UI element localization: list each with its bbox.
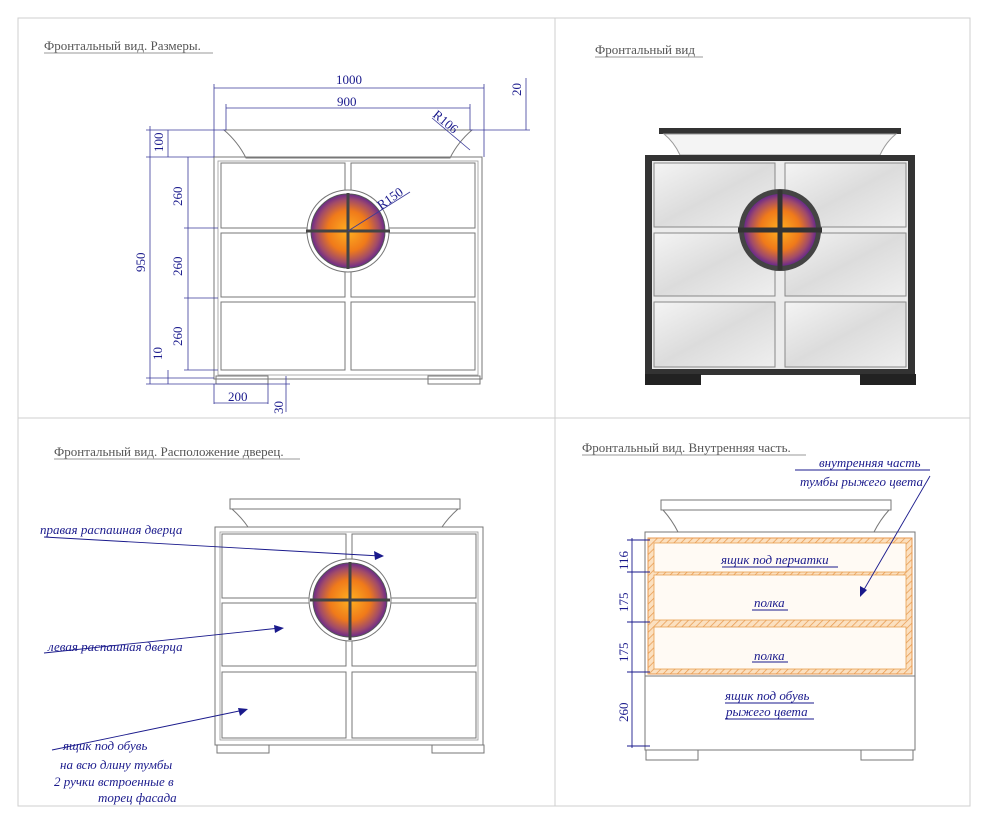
panel-title-dimensions: Фронтальный вид. Размеры. [44,38,201,53]
dim-top-width: 900 [337,94,357,109]
dim-foot-height: 30 [271,401,286,414]
panel-title-front-view: Фронтальный вид [595,42,695,57]
panel-door-layout: Фронтальный вид. Расположение дверец. пр… [40,444,485,805]
label-shoe-drawer-b: рыжего цвета [725,704,808,719]
label-shoe-drawer-line3: 2 ручки встроенные в [54,774,174,789]
dim-top-offset: 20 [509,83,524,96]
dim-shelf1-height: 175 [616,593,631,613]
label-shoe-drawer-line1: ящик под обувь [62,738,147,753]
label-left-door: левая распашная дверца [47,639,183,654]
panel-interior: Фронтальный вид. Внутренняя часть. [582,440,931,761]
dim-top-height: 100 [151,133,166,153]
panel-title-doors: Фронтальный вид. Расположение дверец. [54,444,284,459]
dim-foot-width: 200 [228,389,248,404]
dim-row3-height: 260 [170,327,185,347]
label-shelf-lower: полка [754,648,785,663]
panel-front-view: Фронтальный вид [595,42,916,385]
label-shoe-drawer-a: ящик под обувь [724,688,809,703]
label-shoe-drawer-line2: на всю длину тумбы [60,757,172,772]
panel-title-interior: Фронтальный вид. Внутренняя часть. [582,440,791,455]
label-interior-line1: внутренняя часть [819,455,921,470]
dim-circle-radius: R150 [374,184,406,212]
panel-dimensions: Фронтальный вид. Размеры. [44,38,530,414]
dim-shoe-height: 260 [616,703,631,723]
label-gloves-drawer: ящик под перчатки [720,552,829,567]
dim-bottom-gap: 10 [150,347,165,360]
label-interior-line2: тумбы рыжего цвета [800,474,924,489]
dim-row2-height: 260 [170,257,185,277]
label-shelf-upper: полка [754,595,785,610]
label-shoe-drawer-line4: торец фасада [98,790,177,805]
dim-total-height: 950 [133,253,148,273]
label-right-door: правая распашная дверца [40,522,183,537]
dim-gloves-height: 116 [616,550,631,570]
sheet-grid [17,17,971,807]
dim-total-width: 1000 [336,72,362,87]
dim-row1-height: 260 [170,187,185,207]
dim-shelf2-height: 175 [616,643,631,663]
dim-top-radius: R106 [430,107,462,137]
